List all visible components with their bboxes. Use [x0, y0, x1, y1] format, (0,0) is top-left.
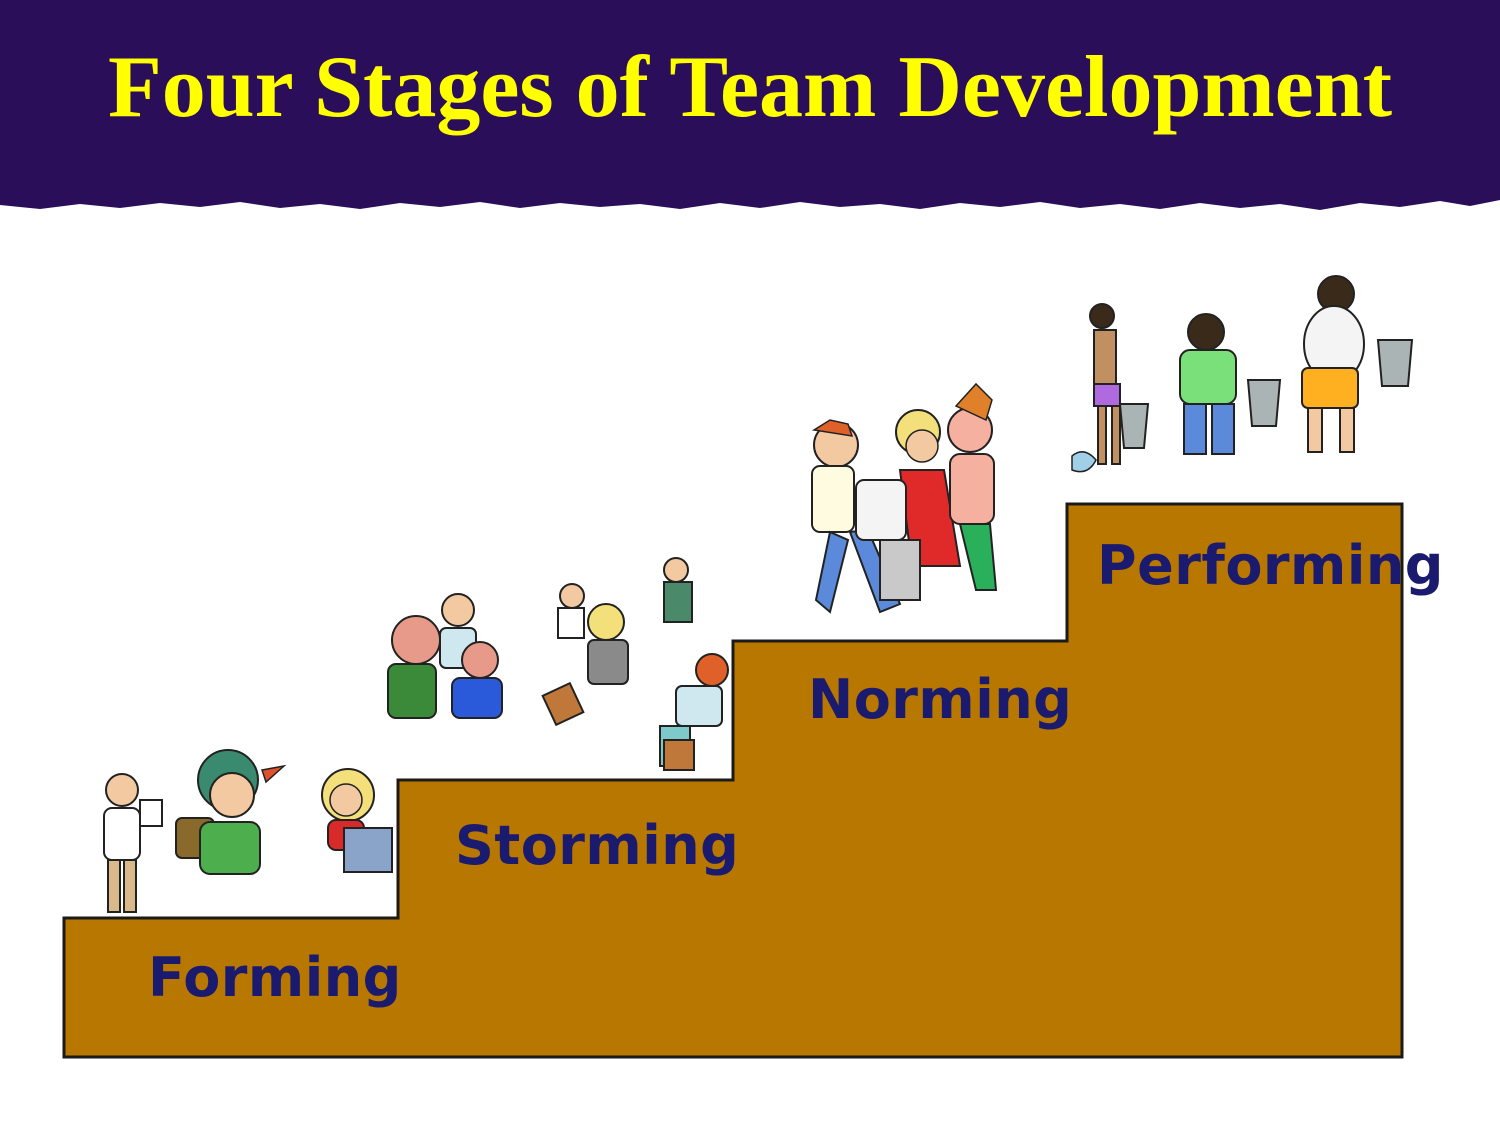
people-norming-icon: [811, 382, 998, 614]
title-banner: Four Stages of Team Development: [0, 0, 1500, 215]
banner-background: [0, 0, 1500, 210]
stage-label-norming: Norming: [808, 668, 1073, 731]
stage-label-forming: Forming: [148, 946, 402, 1009]
people-storming-icon: [387, 557, 729, 771]
stage-label-performing: Performing: [1097, 534, 1444, 597]
people-forming-icon: [103, 749, 393, 913]
staircase: [62, 502, 1404, 1059]
page-title: Four Stages of Team Development: [107, 39, 1393, 136]
stage-label-storming: Storming: [455, 814, 740, 877]
people-performing-icon: [1071, 275, 1414, 473]
